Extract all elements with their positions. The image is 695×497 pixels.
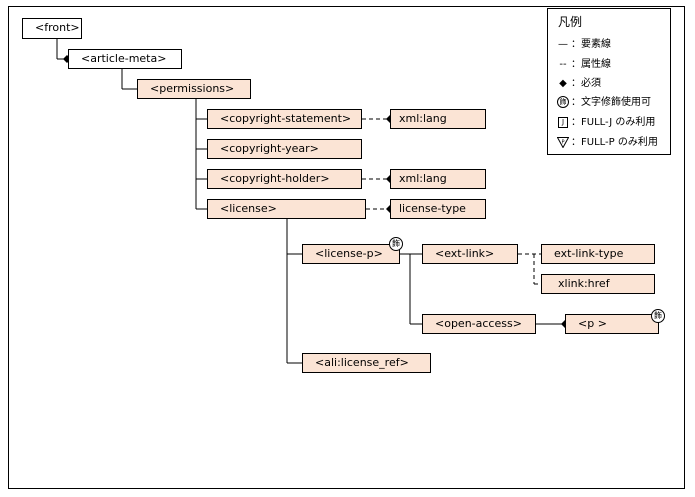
legend-row-element-line: —：要素線 bbox=[555, 35, 611, 50]
legend-row-decoration: 飾：文字修飾使用可 bbox=[555, 93, 651, 108]
legend-row-required: ◆ ：必須 bbox=[555, 74, 601, 89]
legend-text: ：FULL-P のみ利用 bbox=[571, 137, 658, 148]
legend-symbol-p-triangle-icon: P bbox=[557, 136, 569, 148]
node-p: <p > bbox=[565, 314, 659, 334]
legend-symbol-j-box: J bbox=[558, 116, 568, 128]
node-permissions: <permissions> bbox=[137, 79, 251, 99]
legend-symbol-diamond: ◆ bbox=[559, 78, 567, 89]
node-front: <front> bbox=[22, 18, 82, 39]
svg-text:P: P bbox=[561, 139, 564, 145]
legend-text: ：FULL-J のみ利用 bbox=[571, 117, 656, 128]
node-license: <license> bbox=[207, 199, 366, 219]
attr-holder-xml-lang: xml:lang bbox=[390, 169, 486, 189]
node-copyright-holder: <copyright-holder> bbox=[207, 169, 362, 189]
attr-statement-xml-lang: xml:lang bbox=[390, 109, 486, 129]
legend-row-attribute-line: -- ：属性線 bbox=[555, 55, 611, 70]
legend-row-full-p: P ：FULL-P のみ利用 bbox=[555, 133, 658, 148]
decoration-badge-license-p: 飾 bbox=[389, 237, 403, 251]
legend-text: ：要素線 bbox=[571, 39, 611, 50]
legend-box: 凡例 —：要素線 -- ：属性線 ◆ ：必須 飾：文字修飾使用可 J：FULL-J … bbox=[547, 8, 671, 155]
attr-xlink-href: xlink:href bbox=[541, 274, 655, 294]
legend-text: ：属性線 bbox=[571, 59, 611, 70]
legend-symbol-dashed: -- bbox=[559, 59, 567, 70]
legend-title: 凡例 bbox=[558, 15, 583, 29]
attr-license-type: license-type bbox=[390, 199, 486, 219]
legend-text: ：必須 bbox=[571, 78, 601, 89]
node-ext-link: <ext-link> bbox=[422, 244, 518, 264]
node-copyright-year: <copyright-year> bbox=[207, 139, 362, 159]
legend-symbol-solid: — bbox=[558, 39, 568, 50]
diagram-frame bbox=[8, 6, 685, 489]
legend-symbol-badge: 飾 bbox=[557, 96, 569, 108]
node-copyright-statement: <copyright-statement> bbox=[207, 109, 362, 129]
attr-ext-link-type: ext-link-type bbox=[541, 244, 655, 264]
node-article-meta: <article-meta> bbox=[68, 49, 182, 69]
node-open-access: <open-access> bbox=[422, 314, 536, 334]
node-license-p: <license-p> bbox=[302, 244, 400, 264]
node-ali-license-ref: <ali:license_ref> bbox=[302, 353, 431, 373]
legend-text: ：文字修飾使用可 bbox=[571, 97, 651, 108]
legend-row-full-j: J：FULL-J のみ利用 bbox=[555, 113, 655, 128]
decoration-badge-p: 飾 bbox=[651, 309, 665, 323]
